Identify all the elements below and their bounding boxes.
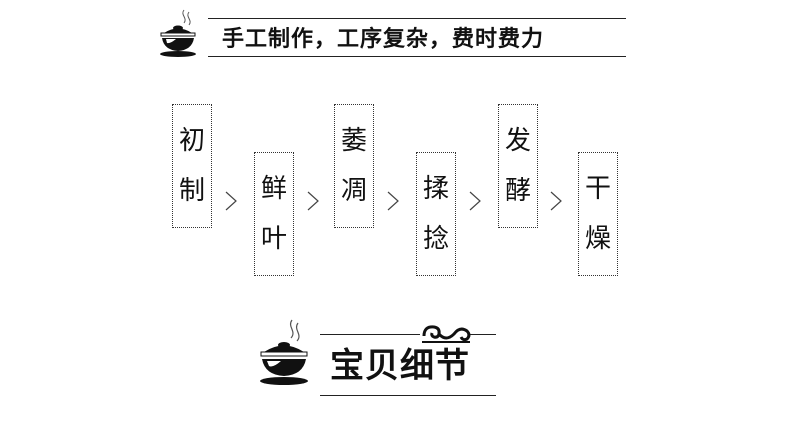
chevron-right-icon <box>469 191 481 211</box>
step-3-char-2: 凋 <box>340 176 367 206</box>
step-4-char-1: 揉 <box>422 174 449 204</box>
step-3: 萎 凋 <box>334 104 374 228</box>
step-2: 鲜 叶 <box>254 152 294 276</box>
header-rule-top <box>208 18 626 19</box>
chevron-right-icon <box>307 191 319 211</box>
step-1: 初 制 <box>172 104 212 228</box>
step-1-char-2: 制 <box>178 176 205 206</box>
section-title: 宝贝细节 <box>330 346 470 386</box>
step-6: 干 燥 <box>578 152 618 276</box>
step-4-char-2: 捻 <box>422 224 449 254</box>
step-6-char-2: 燥 <box>584 224 611 254</box>
step-5-char-2: 酵 <box>504 176 531 206</box>
section-rule-top-right <box>470 334 496 335</box>
step-6-char-1: 干 <box>584 174 611 204</box>
chevron-right-icon <box>387 191 399 211</box>
section-rule-top <box>320 334 420 335</box>
teacup-icon <box>260 319 308 385</box>
cloud-scroll-icon <box>422 325 471 343</box>
step-3-char-1: 萎 <box>340 126 367 156</box>
step-2-char-2: 叶 <box>260 224 287 254</box>
section-rule-bottom <box>320 395 496 396</box>
header-rule-bottom <box>208 56 626 57</box>
teacup-icon <box>160 9 196 57</box>
page-title: 手工制作，工序复杂，费时费力 <box>222 26 545 52</box>
step-1-char-1: 初 <box>178 126 205 156</box>
step-4: 揉 捻 <box>416 152 456 276</box>
step-5: 发 酵 <box>498 104 538 228</box>
step-5-char-1: 发 <box>504 126 531 156</box>
step-2-char-1: 鲜 <box>260 174 287 204</box>
chevron-right-icon <box>225 191 237 211</box>
chevron-right-icon <box>550 191 562 211</box>
